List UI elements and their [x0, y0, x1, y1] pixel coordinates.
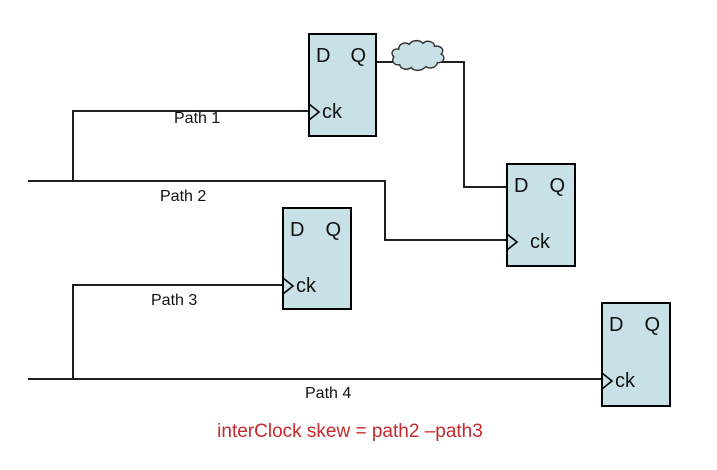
flipflop-4: D Q ck [601, 302, 671, 407]
path1-wire-vertical [72, 110, 74, 181]
cloud-icon [391, 39, 445, 72]
flipflop-2: D Q ck [506, 163, 576, 267]
path3-wire-horizontal [72, 284, 282, 286]
path2-wire-main [28, 180, 386, 182]
d-pin-label: D [609, 314, 624, 336]
flipflop-3: D Q ck [282, 207, 352, 310]
skew-formula-caption: interClock skew = path2 –path3 [217, 421, 483, 442]
ck-pin-label: ck [322, 101, 342, 123]
flipflop-1: D Q ck [308, 33, 377, 137]
ck-pin-label: ck [530, 231, 550, 253]
clock-edge-icon [506, 233, 519, 251]
clock-edge-icon [282, 277, 295, 295]
path3-wire-vertical [72, 285, 74, 380]
ck-pin-label: ck [615, 370, 635, 392]
d-pin-label: D [316, 45, 331, 67]
ck-pin-label: ck [296, 275, 316, 297]
q-pin-label: Q [549, 175, 565, 197]
path3-label: Path 3 [151, 292, 198, 309]
clock-edge-icon [308, 103, 321, 121]
ff2-d-input-wire [463, 186, 506, 188]
q-pin-label: Q [350, 45, 366, 67]
q-pin-label: Q [644, 314, 660, 336]
clock-edge-icon [601, 372, 614, 390]
path4-wire-main [28, 378, 601, 380]
path4-label: Path 4 [305, 385, 352, 402]
d-pin-label: D [290, 219, 305, 241]
cloud-to-ff2-wire-vertical [463, 61, 465, 188]
path2-wire-vertical [384, 180, 386, 241]
q-pin-label: Q [325, 219, 341, 241]
path1-label: Path 1 [174, 110, 221, 127]
path1-wire-horizontal [72, 110, 308, 112]
path2-wire-to-ck [384, 239, 506, 241]
path2-label: Path 2 [160, 188, 207, 205]
d-pin-label: D [514, 175, 529, 197]
